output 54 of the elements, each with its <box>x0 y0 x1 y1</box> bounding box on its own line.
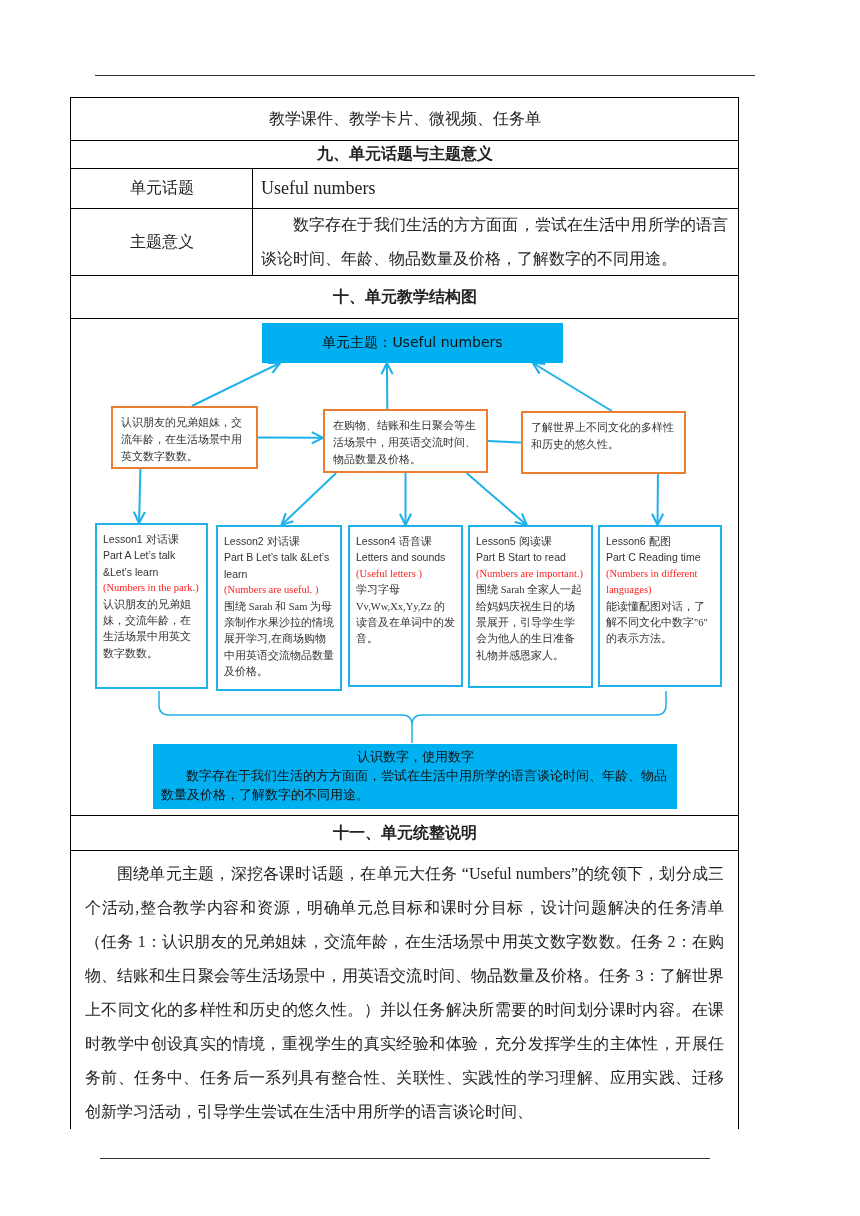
arrow <box>650 473 665 527</box>
node-text: (Numbers are useful. ) <box>224 583 320 598</box>
node-text: 数字存在于我们生活的方方面面，尝试在生活中用所学的语言谈论时间、年龄、物品数量及价格，了解数字的不同用途。 <box>161 768 668 804</box>
node-text: Part B Start to read <box>476 550 567 566</box>
lesson-box <box>468 525 593 688</box>
lesson-box <box>348 525 463 687</box>
node-text: Lesson2 对话课 <box>224 534 301 549</box>
arrow <box>190 361 282 407</box>
cell-text: 十、单元教学结构图 <box>332 286 477 308</box>
node-text: 认识朋友的兄弟姐妹，交流年龄，在生活场景中用英文数字数数。 <box>121 415 243 464</box>
cell-text: 主题意义 <box>129 231 194 253</box>
cell-text: 数字存在于我们生活的方方面面，尝试在生活中用所学的语言谈论时间、年龄、物品数量及价格，了解数字的不同用途。 <box>261 215 728 269</box>
arrow <box>257 431 325 445</box>
node-text: Part B Let’s talk &Let’s learn <box>224 550 331 582</box>
node-text: 围绕 Sarah 和 Sam 为母亲制作水果沙拉的情境展开学习,在商场购物中用英语交流物品数量及价格。 <box>224 599 334 680</box>
task-box <box>111 406 258 469</box>
node-text: (Useful letters ) <box>356 566 423 581</box>
cell-text: Useful numbers <box>261 178 376 199</box>
node-text: Lesson5 阅读课 <box>476 534 553 549</box>
node-text: 学习字母 Vv,Ww,Xx,Yy,Zz 的读音及在单词中的发音。 <box>356 583 455 647</box>
node-text: 在购物、结账和生日聚会等生活场景中，用英语交流时间、物品数量及价格。 <box>333 418 477 467</box>
lesson-box <box>95 523 208 689</box>
arrow <box>380 361 394 410</box>
arrow <box>531 361 613 412</box>
lesson-box <box>598 525 722 687</box>
node-text: (Numbers are important.) <box>476 566 584 581</box>
node-text: 围绕 Sarah 全家人一起给妈妈庆祝生日的场景展开，引导学生学会为他人的生日准备礼物并感恩家人。 <box>476 583 584 663</box>
node-text: Lesson6 配图 <box>606 534 672 549</box>
task-box <box>521 411 686 474</box>
arrow <box>280 472 338 527</box>
arrow <box>465 472 528 527</box>
arrow <box>132 468 146 525</box>
paragraph: 围绕单元主题，深挖各课时话题，在单元大任务 “Useful numbers”的统领下，划分成三个活动,整合教学内容和资源，明确单元总目标和课时分目标，设计问题解决的任务清单（任务 1：认识朋友的兄弟姐妹，交流年龄，在生活场景中用英文数字数数。任务 2：在购物、结账和生日聚会等生活场景中，用英语交流时间、物品数量及价格。任务 3：了解世界上不同文化的多样性和历史的悠久性。）并以任务解决所需要的时间划分课时内容。在课时教学中创设真实的情境，重视学生的真实经验和体验，充分发挥学生的主体性，开展任务前、任务中、任务后一系列具有整合性、关联性、实践性的学习理解、应用实践、迁移创新学习活动，引导学生尝试在生活中用所学的语言谈论时间、 <box>85 864 724 1122</box>
node-text: 单元主题：Useful numbers <box>322 334 503 352</box>
task-box <box>323 409 488 473</box>
node-text: 能读懂配图对话，了解不同文化中数字"6" 的表示方法。 <box>606 599 709 647</box>
cell-text: 单元话题 <box>129 178 194 199</box>
cell-text: 九、单元话题与主题意义 <box>316 144 493 165</box>
node-text: Lesson4 语音课 <box>356 534 433 549</box>
node-text: (Numbers in different languages) <box>606 566 699 598</box>
arrow <box>398 472 413 527</box>
node-text: (Numbers in the park.) <box>103 581 200 596</box>
node-text: Part A Let’s talk &Let’s learn <box>103 548 177 580</box>
cell-text: 教学课件、教学卡片、微视频、任务单 <box>268 108 541 130</box>
summary-box <box>153 744 677 809</box>
cell-text: 十一、单元统整说明 <box>332 822 477 844</box>
node-text: 认识数字，使用数字 <box>355 749 475 766</box>
node-text: Lesson1 对话课 <box>103 532 180 547</box>
theme-box <box>262 323 563 363</box>
node-text: 认识朋友的兄弟姐妹，交流年龄，在生活场景中用英文数字数数。 <box>103 597 192 661</box>
node-text: Part C Reading time <box>606 550 702 566</box>
node-text: Letters and sounds <box>356 550 447 566</box>
lesson-box <box>216 525 342 691</box>
node-text: 了解世界上不同文化的多样性和历史的悠久性。 <box>531 420 675 452</box>
